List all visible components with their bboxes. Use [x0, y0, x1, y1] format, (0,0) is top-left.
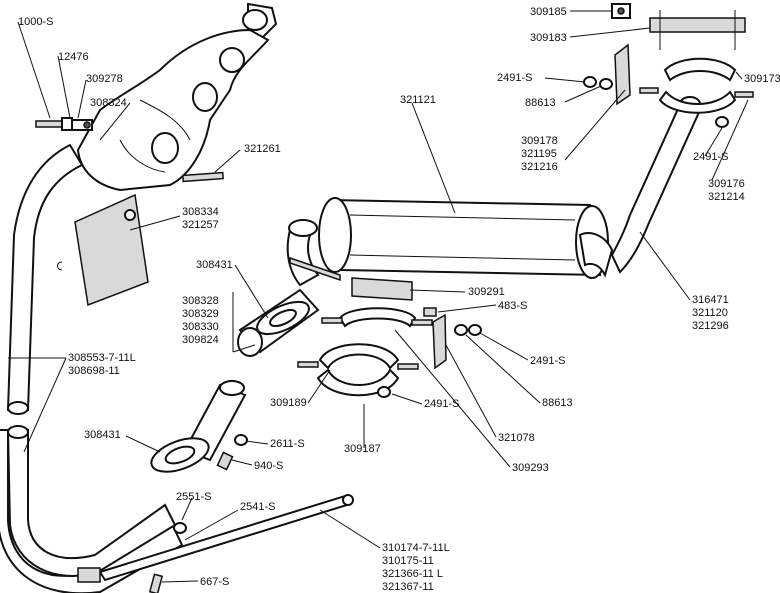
label-308431-upper: 308431 — [196, 259, 233, 271]
label-2491-s-upper: 2491-S — [497, 72, 532, 84]
label-309183: 309183 — [530, 32, 567, 44]
label-2491-s-middle: 2491-S — [530, 355, 565, 367]
label-309291: 309291 — [468, 286, 505, 298]
label-2551-s: 2551-S — [176, 491, 211, 503]
support-rod — [77, 494, 354, 593]
label-321078: 321078 — [498, 432, 535, 444]
upper-nut-washer-set — [583, 76, 729, 128]
label-309189: 309189 — [270, 397, 307, 409]
label-309176: 309176 — [708, 178, 745, 190]
label-321367: 321367-11 — [382, 581, 434, 593]
label-321261: 321261 — [244, 143, 281, 155]
label-308431-lower: 308431 — [84, 429, 121, 441]
label-309178: 309178 — [521, 135, 558, 147]
muffler — [318, 197, 609, 279]
label-321216: 321216 — [521, 161, 558, 173]
label-310174: 310174-7-11L — [382, 542, 450, 554]
label-321214: 321214 — [708, 191, 745, 203]
label-1000-s: 1000-S — [18, 16, 53, 28]
heat-shield-plate — [57, 193, 149, 307]
label-940-s: 940-S — [254, 460, 283, 472]
label-309173: 309173 — [744, 73, 780, 85]
muffler-hanger-strap — [289, 256, 413, 301]
label-308328: 308328 — [182, 295, 219, 307]
upper-flange — [256, 300, 310, 336]
tail-pipe-clamp — [639, 57, 754, 114]
label-321120: 321120 — [692, 307, 728, 319]
label-308329: 308329 — [182, 308, 219, 320]
label-2611-s: 2611-S — [270, 438, 305, 450]
rear-hanger-strap — [611, 3, 746, 50]
front-exhaust-pipe — [0, 143, 184, 593]
label-308330: 308330 — [182, 321, 219, 333]
label-321296: 321296 — [692, 320, 729, 332]
label-308324: 308324 — [90, 97, 127, 109]
part-number-labels: 1000-S 12476 309278 308324 321261 308334… — [18, 6, 780, 593]
label-2541-s: 2541-S — [240, 501, 275, 513]
lower-clamp — [297, 343, 419, 397]
label-667-s: 667-S — [200, 576, 229, 588]
label-88613-lower: 88613 — [542, 397, 573, 409]
muffler-inlet-elbow — [286, 219, 320, 287]
label-2491-s-right: 2491-S — [693, 151, 728, 163]
label-309185: 309185 — [530, 6, 567, 18]
middle-fastener-set — [377, 307, 482, 398]
label-483-s: 483-S — [498, 300, 527, 312]
label-308334: 308334 — [182, 206, 219, 218]
label-308698: 308698-11 — [68, 365, 120, 377]
label-308553: 308553-7-11L — [68, 352, 136, 364]
leader-lines — [8, 10, 749, 583]
muffler-clamp — [321, 307, 433, 328]
manifold-bolt-set — [35, 117, 93, 131]
label-321257: 321257 — [182, 219, 219, 231]
label-309187: 309187 — [344, 443, 381, 455]
label-309278: 309278 — [86, 73, 123, 85]
label-321195: 321195 — [521, 148, 557, 160]
exhaust-manifold — [76, 2, 278, 192]
label-12476: 12476 — [58, 51, 89, 63]
label-316471: 316471 — [692, 294, 729, 306]
label-321121: 321121 — [400, 94, 436, 106]
lower-fastener-set — [173, 434, 248, 534]
label-309293: 309293 — [512, 462, 549, 474]
rear-bracket-plate — [614, 43, 631, 106]
manifold-stud — [182, 171, 224, 183]
tail-pipe — [578, 96, 702, 278]
label-310175: 310175-11 — [382, 555, 434, 567]
lower-flange — [150, 437, 210, 473]
label-309824: 309824 — [182, 334, 219, 346]
label-2491-s-lower: 2491-S — [424, 398, 459, 410]
label-321366: 321366-11 L — [382, 568, 443, 580]
clamp-bracket-plate — [432, 313, 447, 370]
label-88613-upper: 88613 — [525, 97, 556, 109]
